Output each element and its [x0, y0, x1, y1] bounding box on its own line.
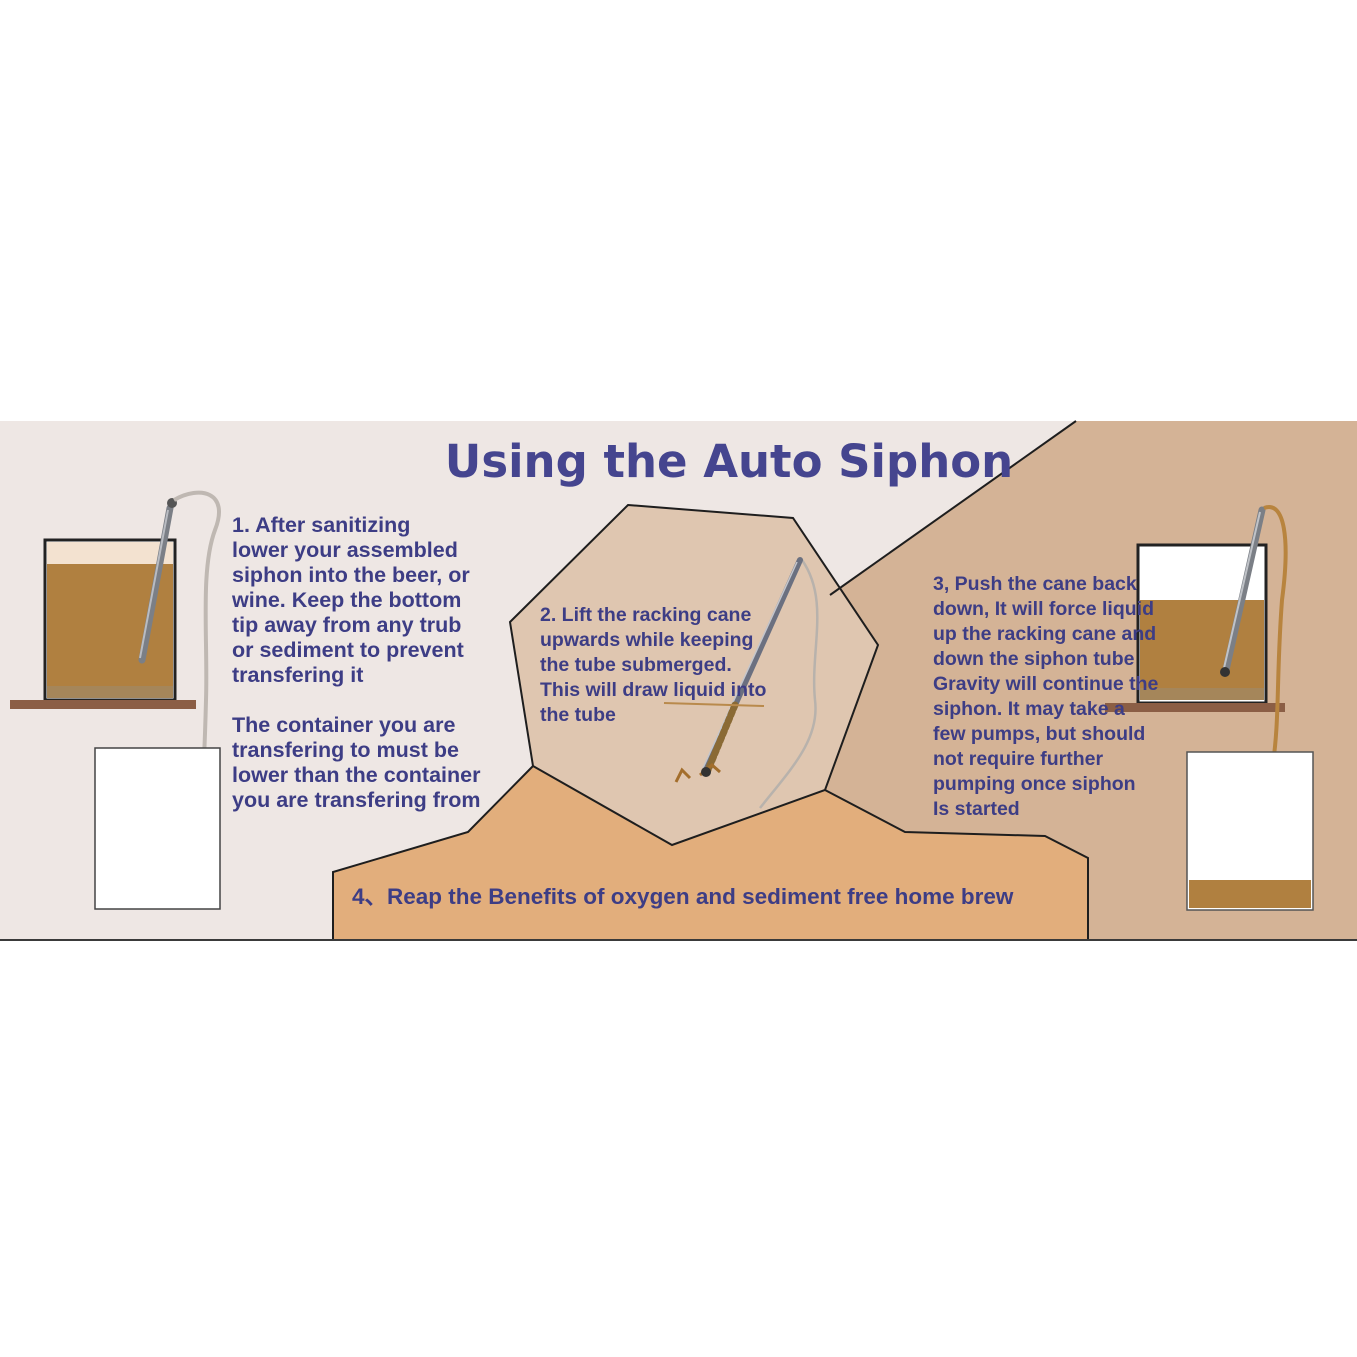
step-4-text: 4、Reap the Benefits of oxygen and sedime…: [352, 884, 1014, 909]
center-cane-lower-section: [704, 701, 739, 774]
step-1-note-line: transfering to must be: [232, 738, 459, 762]
step-1-line: or sediment to prevent: [232, 638, 464, 662]
step-3-line: few pumps, but should: [933, 723, 1145, 745]
step-2-line: the tube: [540, 704, 616, 726]
step-3-line: down the siphon tube: [933, 648, 1135, 670]
source-container-foam: [47, 542, 173, 564]
right-destination-liquid: [1189, 880, 1311, 908]
center-heptagon-outline: [508, 503, 880, 847]
step-3-line: Is started: [933, 798, 1020, 820]
racking-cane: [138, 504, 174, 664]
step-3-line: pumping once siphon: [933, 773, 1136, 795]
source-container-liquid: [47, 564, 173, 690]
cane-tip: [701, 767, 711, 777]
destination-container: [94, 747, 221, 910]
step-1-text: 1. After sanitizing lower your assembled…: [231, 513, 476, 687]
bottom-panel-edge-right: [824, 789, 1089, 940]
step-2-illustration: [663, 557, 819, 809]
right-cane-tip: [1220, 667, 1230, 677]
step-2-line: 2. Lift the racking cane: [540, 604, 751, 626]
diagram-title: Using the Auto Siphon: [445, 435, 1013, 488]
racking-cane-highlight: [139, 509, 169, 659]
step-1-line: transfering it: [232, 663, 363, 687]
step-3-line: siphon. It may take a: [933, 698, 1125, 720]
step-3-line: not require further: [933, 748, 1104, 770]
step-1-line: tip away from any trub: [232, 613, 461, 637]
center-cane-highlight: [702, 561, 798, 769]
step-3-line: up the racking cane and: [933, 623, 1156, 645]
liquid-level-mark: [663, 702, 765, 707]
step-1-line: wine. Keep the bottom: [231, 588, 461, 612]
step-2-line: the tube submerged.: [540, 654, 732, 676]
right-cane-highlight: [1223, 511, 1261, 669]
right-shelf: [1105, 703, 1285, 712]
right-panel-edge: [829, 420, 1077, 596]
right-racking-cane: [1222, 506, 1266, 674]
right-destination-outline: [1186, 751, 1314, 911]
step-2-text: 2. Lift the racking cane upwards while k…: [540, 604, 772, 726]
bottom-panel-background: [333, 766, 1088, 940]
step-1-note-line: lower than the container: [232, 763, 481, 787]
step-1-line: lower your assembled: [232, 538, 458, 562]
right-source-liquid: [1140, 600, 1264, 700]
shelf: [10, 700, 196, 709]
right-source-sediment: [1140, 688, 1264, 700]
bottom-panel-edge-left: [332, 765, 534, 940]
step-3-illustration: [1105, 505, 1314, 911]
step-3-line: 3, Push the cane back: [933, 573, 1137, 595]
center-siphon-tube: [759, 559, 819, 809]
step-3-line: Gravity will continue the: [933, 673, 1159, 695]
step-1-note-text: The container you are transfering to mus…: [232, 713, 486, 812]
step-2-line: This will draw liquid into: [540, 679, 767, 701]
source-container-sediment: [47, 686, 173, 698]
step-1-line: siphon into the beer, or: [232, 563, 470, 587]
step-3-text: 3, Push the cane back down, It will forc…: [933, 573, 1164, 820]
step-1-line: 1. After sanitizing: [232, 513, 410, 537]
step-2-line: upwards while keeping: [540, 629, 753, 651]
step-1-illustration: [10, 490, 221, 910]
step-3-line: down, It will force liquid: [933, 598, 1154, 620]
step-1-note-line: The container you are: [232, 713, 455, 737]
step-1-note-line: you are transfering from: [232, 788, 481, 812]
